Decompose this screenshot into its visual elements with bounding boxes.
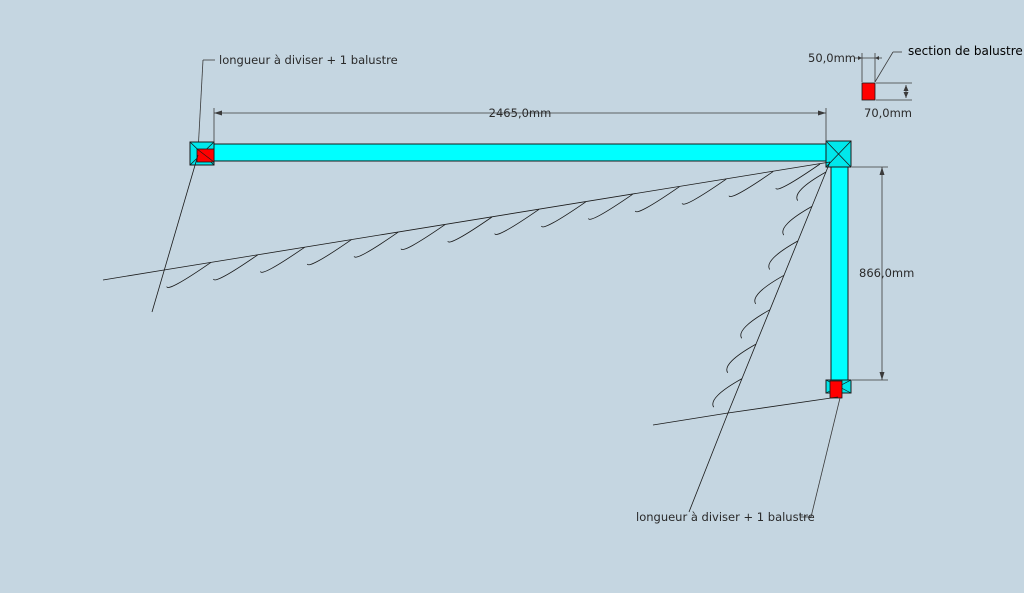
division-construction-vertical: [652, 161, 839, 513]
baluster-bottom: [829, 380, 843, 399]
left-post: [189, 141, 215, 166]
bottom-post: [825, 379, 852, 399]
baluster-section-detail: [855, 51, 912, 101]
baluster-section-label: section de balustre: [908, 44, 1023, 58]
rail-length-label: 2465,0mm: [489, 106, 552, 120]
divide-note-bottom: longueur à diviser + 1 balustre: [636, 510, 815, 524]
return-rail: [830, 166, 849, 381]
corner-post: [825, 140, 852, 168]
division-arcs-vertical: [712, 171, 827, 408]
top-rail: [212, 143, 828, 162]
baluster-section-square: [861, 82, 876, 101]
dimension-rail-length: [213, 108, 827, 143]
division-arcs-horizontal: [166, 163, 821, 288]
baluster-depth-label: 70,0mm: [864, 106, 912, 120]
note-leader-top: [197, 59, 215, 153]
dimension-return-length: [852, 166, 888, 381]
baluster-width-label: 50,0mm: [808, 51, 856, 65]
division-construction-horizontal: [102, 154, 831, 313]
return-length-label: 866,0mm: [859, 266, 914, 280]
divide-note-top: longueur à diviser + 1 balustre: [219, 53, 398, 67]
note-leader-bottom: [800, 397, 841, 518]
